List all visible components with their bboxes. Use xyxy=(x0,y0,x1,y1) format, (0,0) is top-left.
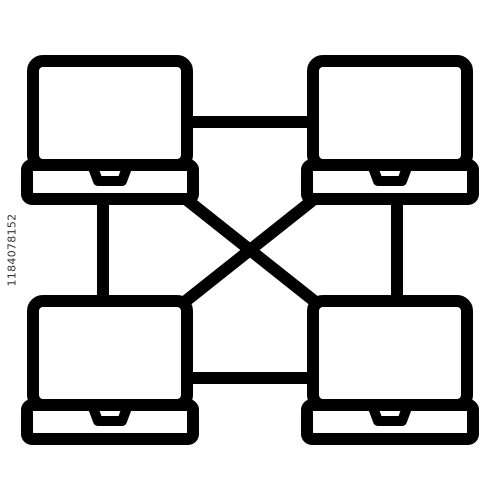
watermark-id-text: 1184078152 xyxy=(5,213,19,287)
laptop-trackpad-notch xyxy=(87,400,133,426)
laptop-top-left-icon xyxy=(21,55,199,205)
laptop-bottom-right-icon xyxy=(301,295,479,445)
laptop-trackpad-notch xyxy=(367,160,413,186)
laptop-top-right-icon xyxy=(301,55,479,205)
laptop-screen xyxy=(307,295,473,411)
laptop-trackpad-notch xyxy=(87,160,133,186)
laptop-bottom-left-icon xyxy=(21,295,199,445)
laptop-group xyxy=(21,55,479,445)
network-connections xyxy=(97,116,403,384)
laptop-screen xyxy=(307,55,473,171)
laptop-trackpad-notch xyxy=(367,400,413,426)
laptop-screen xyxy=(27,295,193,411)
laptop-screen xyxy=(27,55,193,171)
link-diagonal-up xyxy=(176,190,324,310)
